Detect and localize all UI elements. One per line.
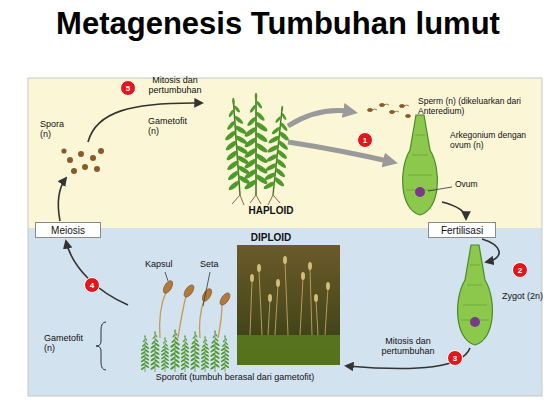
callout-number: 5	[120, 80, 136, 96]
part-label: Spora (n)	[40, 119, 74, 140]
callout-number: 1	[357, 132, 373, 148]
callout-number: 3	[447, 350, 463, 366]
phase-label: DIPLOID	[236, 232, 306, 244]
part-label: Arkegonium dengan ovum (n)	[450, 131, 544, 151]
callout-text: 5	[126, 84, 130, 93]
stage-label: Mitosis dan pertumbuhan	[370, 336, 446, 357]
callout-text: 2	[518, 266, 522, 275]
callout-text: 1	[363, 136, 367, 145]
box-text: Fertilisasi	[441, 225, 483, 236]
process-box: Fertilisasi	[428, 222, 496, 238]
stage-label: Mitosis dan pertumbuhan	[138, 75, 212, 96]
title: Metagenesis Tumbuhan lumut	[0, 6, 556, 42]
callout-text: 4	[90, 281, 94, 290]
part-label: Ovum	[455, 180, 487, 190]
part-label: Sporofit (tumbuh berasal dari gametofit)	[128, 372, 342, 382]
phase-label: HAPLOID	[236, 205, 306, 217]
part-label: Sperm (n) (dikeluarkan dari Anteredium)	[418, 97, 546, 117]
part-label: Kapsul	[145, 259, 181, 269]
part-label: Gametofit (n)	[148, 116, 192, 137]
callout-number: 2	[512, 262, 528, 278]
callout-number: 4	[84, 277, 100, 293]
part-label: Zygot (2n)	[502, 291, 544, 301]
process-box: Meiosis	[35, 222, 101, 238]
callout-text: 3	[453, 354, 457, 363]
part-label: Seta	[200, 259, 228, 269]
box-text: Meiosis	[51, 225, 85, 236]
part-label: Gametofit (n)	[44, 333, 94, 354]
